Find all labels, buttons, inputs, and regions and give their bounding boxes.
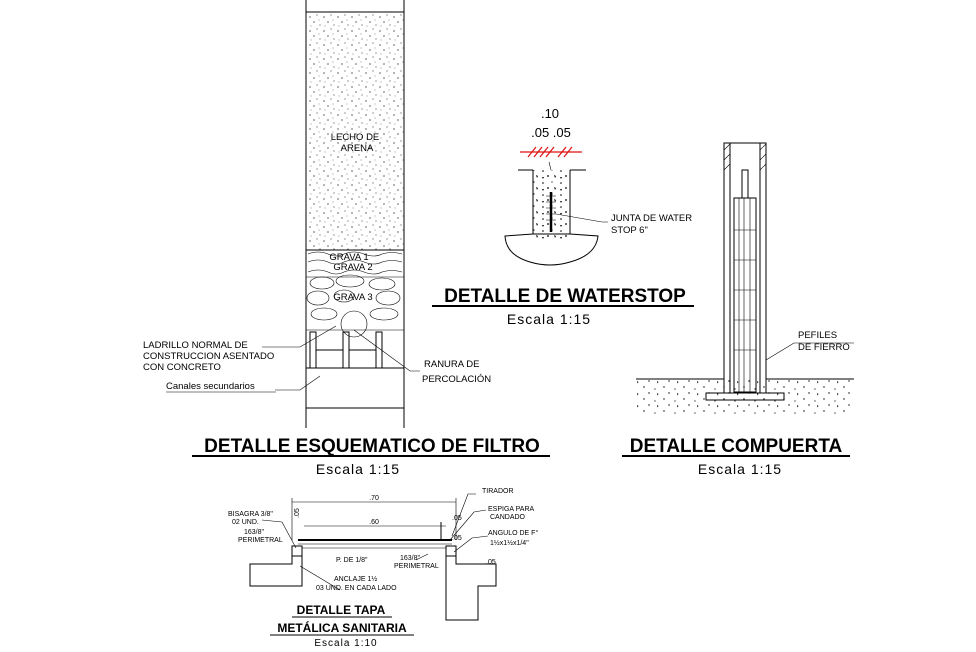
cp-ground (636, 379, 854, 415)
tapa-perim-2: PERIMETRAL (394, 563, 439, 570)
gravel-layers (306, 251, 404, 338)
compuerta-scale: Escala 1:15 (698, 461, 782, 477)
tapa-angulo-2: 1½x1½x1/4" (490, 539, 529, 547)
cp-note-2: DE FIERRO (798, 342, 850, 353)
ws-note-2: STOP 6" (611, 225, 648, 236)
ws-dim-sub: .05 .05 (531, 125, 571, 140)
label-grava3: GRAVA 3 (333, 292, 372, 303)
tapa-dim-05b: .05 (452, 515, 462, 522)
filter-detail: LECHO DE ARENA GRAVA 1 GRAVA 2 GRAVA 3 (143, 0, 550, 477)
cp-base-plate (705, 392, 785, 401)
note-ranura-2: PERCOLACIÓN (422, 374, 491, 385)
ws-footing (504, 233, 599, 266)
cp-gate-panel (733, 197, 757, 393)
label-lecho: LECHO DE (331, 132, 380, 143)
note-ranura-1: RANURA DE (424, 359, 479, 370)
ws-dim-top: .10 (541, 106, 559, 121)
filter-scale: Escala 1:15 (316, 461, 400, 477)
tapa-plancha: P. DE 1/8" (336, 557, 368, 564)
sand-bed-fill (306, 12, 404, 250)
tapa-bisagra-2: 02 UND. (232, 519, 259, 526)
tapa-detail: .70 .60 .05 .05 .05 .05 BISAGRA 3/8" 02 … (228, 488, 538, 649)
note-ladrillo-1: LADRILLO NORMAL DE (143, 340, 248, 351)
cp-note-1: PEFILES (798, 330, 837, 341)
tapa-dim-05a: .05 (294, 508, 301, 518)
filter-concrete-base (305, 367, 405, 409)
tapa-bisagra-4: PERIMETRAL (238, 537, 283, 544)
tapa-angulo-1: ANGULO DE F° (488, 529, 538, 537)
note-ladrillo-3: CON CONCRETO (143, 362, 221, 373)
tapa-anclaje-2: 03 UND. EN CADA LADO (316, 585, 397, 592)
ws-dimension-ticks (520, 146, 582, 158)
label-grava2: GRAVA 2 (333, 262, 372, 273)
compuerta-title: DETALLE COMPUERTA (630, 436, 843, 457)
tapa-perim-1: 163/8" (400, 555, 421, 562)
tapa-bisagra-1: BISAGRA 3/8" (228, 511, 273, 518)
waterstop-scale: Escala 1:15 (507, 311, 591, 327)
tapa-dim-05c: .05 (452, 535, 462, 542)
tapa-anclaje-1: ANCLAJE 1½ (334, 575, 377, 583)
label-arena: ARENA (341, 143, 374, 154)
waterstop-detail: .10 .05 .05 JUNTA DE WATER STOP 6" DETAL… (432, 106, 694, 327)
tapa-left-frame (249, 555, 303, 587)
tapa-title-1: DETALLE TAPA (297, 603, 386, 617)
waterstop-title: DETALLE DE WATERSTOP (444, 286, 686, 307)
tapa-title-2: METÁLICA SANITARIA (277, 620, 407, 635)
compuerta-detail: PEFILES DE FIERRO DETALLE COMPUERTA Esca… (622, 142, 854, 477)
tapa-dim-05d: .05 (486, 559, 496, 566)
brick-supports (309, 331, 383, 369)
ws-note-1: JUNTA DE WATER (611, 213, 692, 224)
cp-gate-stem (741, 169, 749, 199)
tapa-espiga-2: CANDADO (490, 514, 526, 521)
tapa-bisagra-3: 163/8" (244, 529, 265, 536)
tapa-tirador: TIRADOR (482, 488, 514, 495)
filter-title: DETALLE ESQUEMATICO DE FILTRO (204, 436, 540, 457)
tapa-dim-60: .60 (369, 519, 379, 526)
tapa-dim-70: .70 (369, 495, 379, 502)
note-ladrillo-2: CONSTRUCCION ASENTADO (143, 351, 274, 362)
tapa-espiga-1: ESPIGA PARA (488, 506, 534, 513)
tapa-scale: Escala 1:10 (314, 638, 377, 649)
tapa-right-frame (445, 555, 497, 621)
note-canales: Canales secundarios (166, 381, 255, 392)
label-grava1: GRAVA 1 (329, 252, 368, 263)
